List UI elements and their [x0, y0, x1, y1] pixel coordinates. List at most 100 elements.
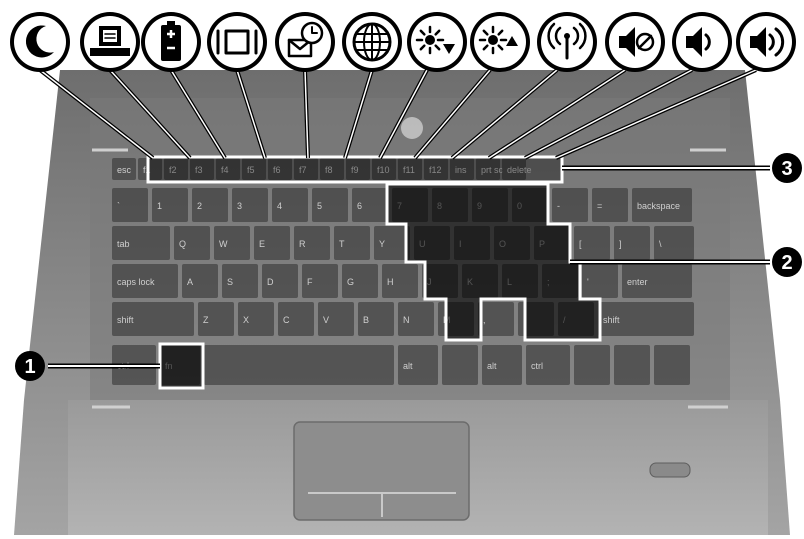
brightness-up-icon: [470, 12, 530, 72]
keyboard-key: ,: [478, 302, 514, 336]
keyboard-key: S: [222, 264, 258, 298]
keyboard-key: [614, 345, 650, 385]
keyboard-key: V: [318, 302, 354, 336]
sleep-icon: [10, 12, 70, 72]
key-label: 6: [357, 201, 362, 211]
keyboard-key: 6: [352, 188, 388, 222]
key-label: E: [259, 239, 265, 249]
keyboard-key: 1: [152, 188, 188, 222]
key-label: 5: [317, 201, 322, 211]
keyboard-key: shift: [598, 302, 694, 336]
keyboard-key: enter: [622, 264, 692, 298]
key-label: tab: [117, 239, 130, 249]
fingerprint-reader: [650, 463, 690, 477]
key-label: =: [597, 201, 602, 211]
email-clock-icon: [275, 12, 335, 72]
key-label: Z: [203, 315, 209, 325]
key-label: V: [323, 315, 329, 325]
keyboard-key: backspace: [632, 188, 692, 222]
key-label: shift: [603, 315, 620, 325]
key-label: F: [307, 277, 313, 287]
key-label: ': [587, 277, 589, 287]
keyboard-key: ctrl: [526, 345, 570, 385]
key-label: R: [299, 239, 306, 249]
keyboard-key: [654, 345, 690, 385]
power-button: [401, 117, 423, 139]
key-label: alt: [487, 361, 497, 371]
keyboard-key: G: [342, 264, 378, 298]
callout-number: 3: [781, 158, 792, 180]
key-label: Y: [379, 239, 385, 249]
key-label: ]: [619, 239, 622, 249]
callout-badge-3: 3: [772, 153, 802, 183]
keyboard-key: [442, 345, 478, 385]
keyboard-key: [204, 345, 394, 385]
key-label: `: [117, 201, 120, 211]
key-label: 3: [237, 201, 242, 211]
keyboard-key: Z: [198, 302, 234, 336]
brightness-down-icon: [407, 12, 467, 72]
keyboard-key: R: [294, 226, 330, 260]
keyboard-key: tab: [112, 226, 170, 260]
key-label: A: [187, 277, 193, 287]
key-label: S: [227, 277, 233, 287]
key-label: 1: [157, 201, 162, 211]
keyboard-key: N: [398, 302, 434, 336]
keyboard-key: [: [574, 226, 610, 260]
battery-icon: [141, 12, 201, 72]
key-label: W: [219, 239, 228, 249]
display-width-icon: [207, 12, 267, 72]
keyboard-key: F: [302, 264, 338, 298]
mute-icon: [605, 12, 665, 72]
key-label: ,: [483, 315, 486, 325]
key-label: Q: [179, 239, 186, 249]
key-label: B: [363, 315, 369, 325]
callout-badge-1: 1: [15, 351, 45, 381]
keyboard-key: ]: [614, 226, 650, 260]
key-label: esc: [117, 165, 132, 175]
fn-key-shade: [160, 344, 203, 388]
wireless-icon: [537, 12, 597, 72]
keyboard-key: \: [654, 226, 694, 260]
key-label: D: [267, 277, 274, 287]
keyboard-key: T: [334, 226, 370, 260]
volume-down-icon: [672, 12, 732, 72]
volume-up-icon: [736, 12, 796, 72]
key-label: ctrl: [531, 361, 543, 371]
key-label: H: [387, 277, 394, 287]
keyboard-key: E: [254, 226, 290, 260]
callout-number: 2: [781, 252, 792, 274]
keyboard-key: esc: [112, 158, 136, 180]
keyboard-key: ': [582, 264, 618, 298]
keyboard-key: 2: [192, 188, 228, 222]
keyboard-key: shift: [112, 302, 194, 336]
key-label: G: [347, 277, 354, 287]
key-label: -: [557, 201, 560, 211]
key-label: C: [283, 315, 290, 325]
keyboard-key: `: [112, 188, 148, 222]
key-label: caps lock: [117, 277, 155, 287]
keyboard-key: H: [382, 264, 418, 298]
key-label: X: [243, 315, 249, 325]
keyboard-key: B: [358, 302, 394, 336]
keyboard-key: D: [262, 264, 298, 298]
keyboard-key: C: [278, 302, 314, 336]
key-label: 2: [197, 201, 202, 211]
key-label: enter: [627, 277, 648, 287]
key-label: N: [403, 315, 410, 325]
key-label: 4: [277, 201, 282, 211]
function-keys-shade: [148, 157, 562, 182]
keyboard-key: 4: [272, 188, 308, 222]
key-label: backspace: [637, 201, 680, 211]
switch-display-icon: [80, 12, 140, 72]
keyboard-key: alt: [398, 345, 438, 385]
touchpad: [294, 422, 469, 520]
keyboard-key: caps lock: [112, 264, 178, 298]
keyboard-key: -: [552, 188, 588, 222]
callout-number: 1: [24, 356, 35, 378]
keyboard-key: =: [592, 188, 628, 222]
keyboard-key: [574, 345, 610, 385]
keyboard-key: W: [214, 226, 250, 260]
keyboard-key: 5: [312, 188, 348, 222]
